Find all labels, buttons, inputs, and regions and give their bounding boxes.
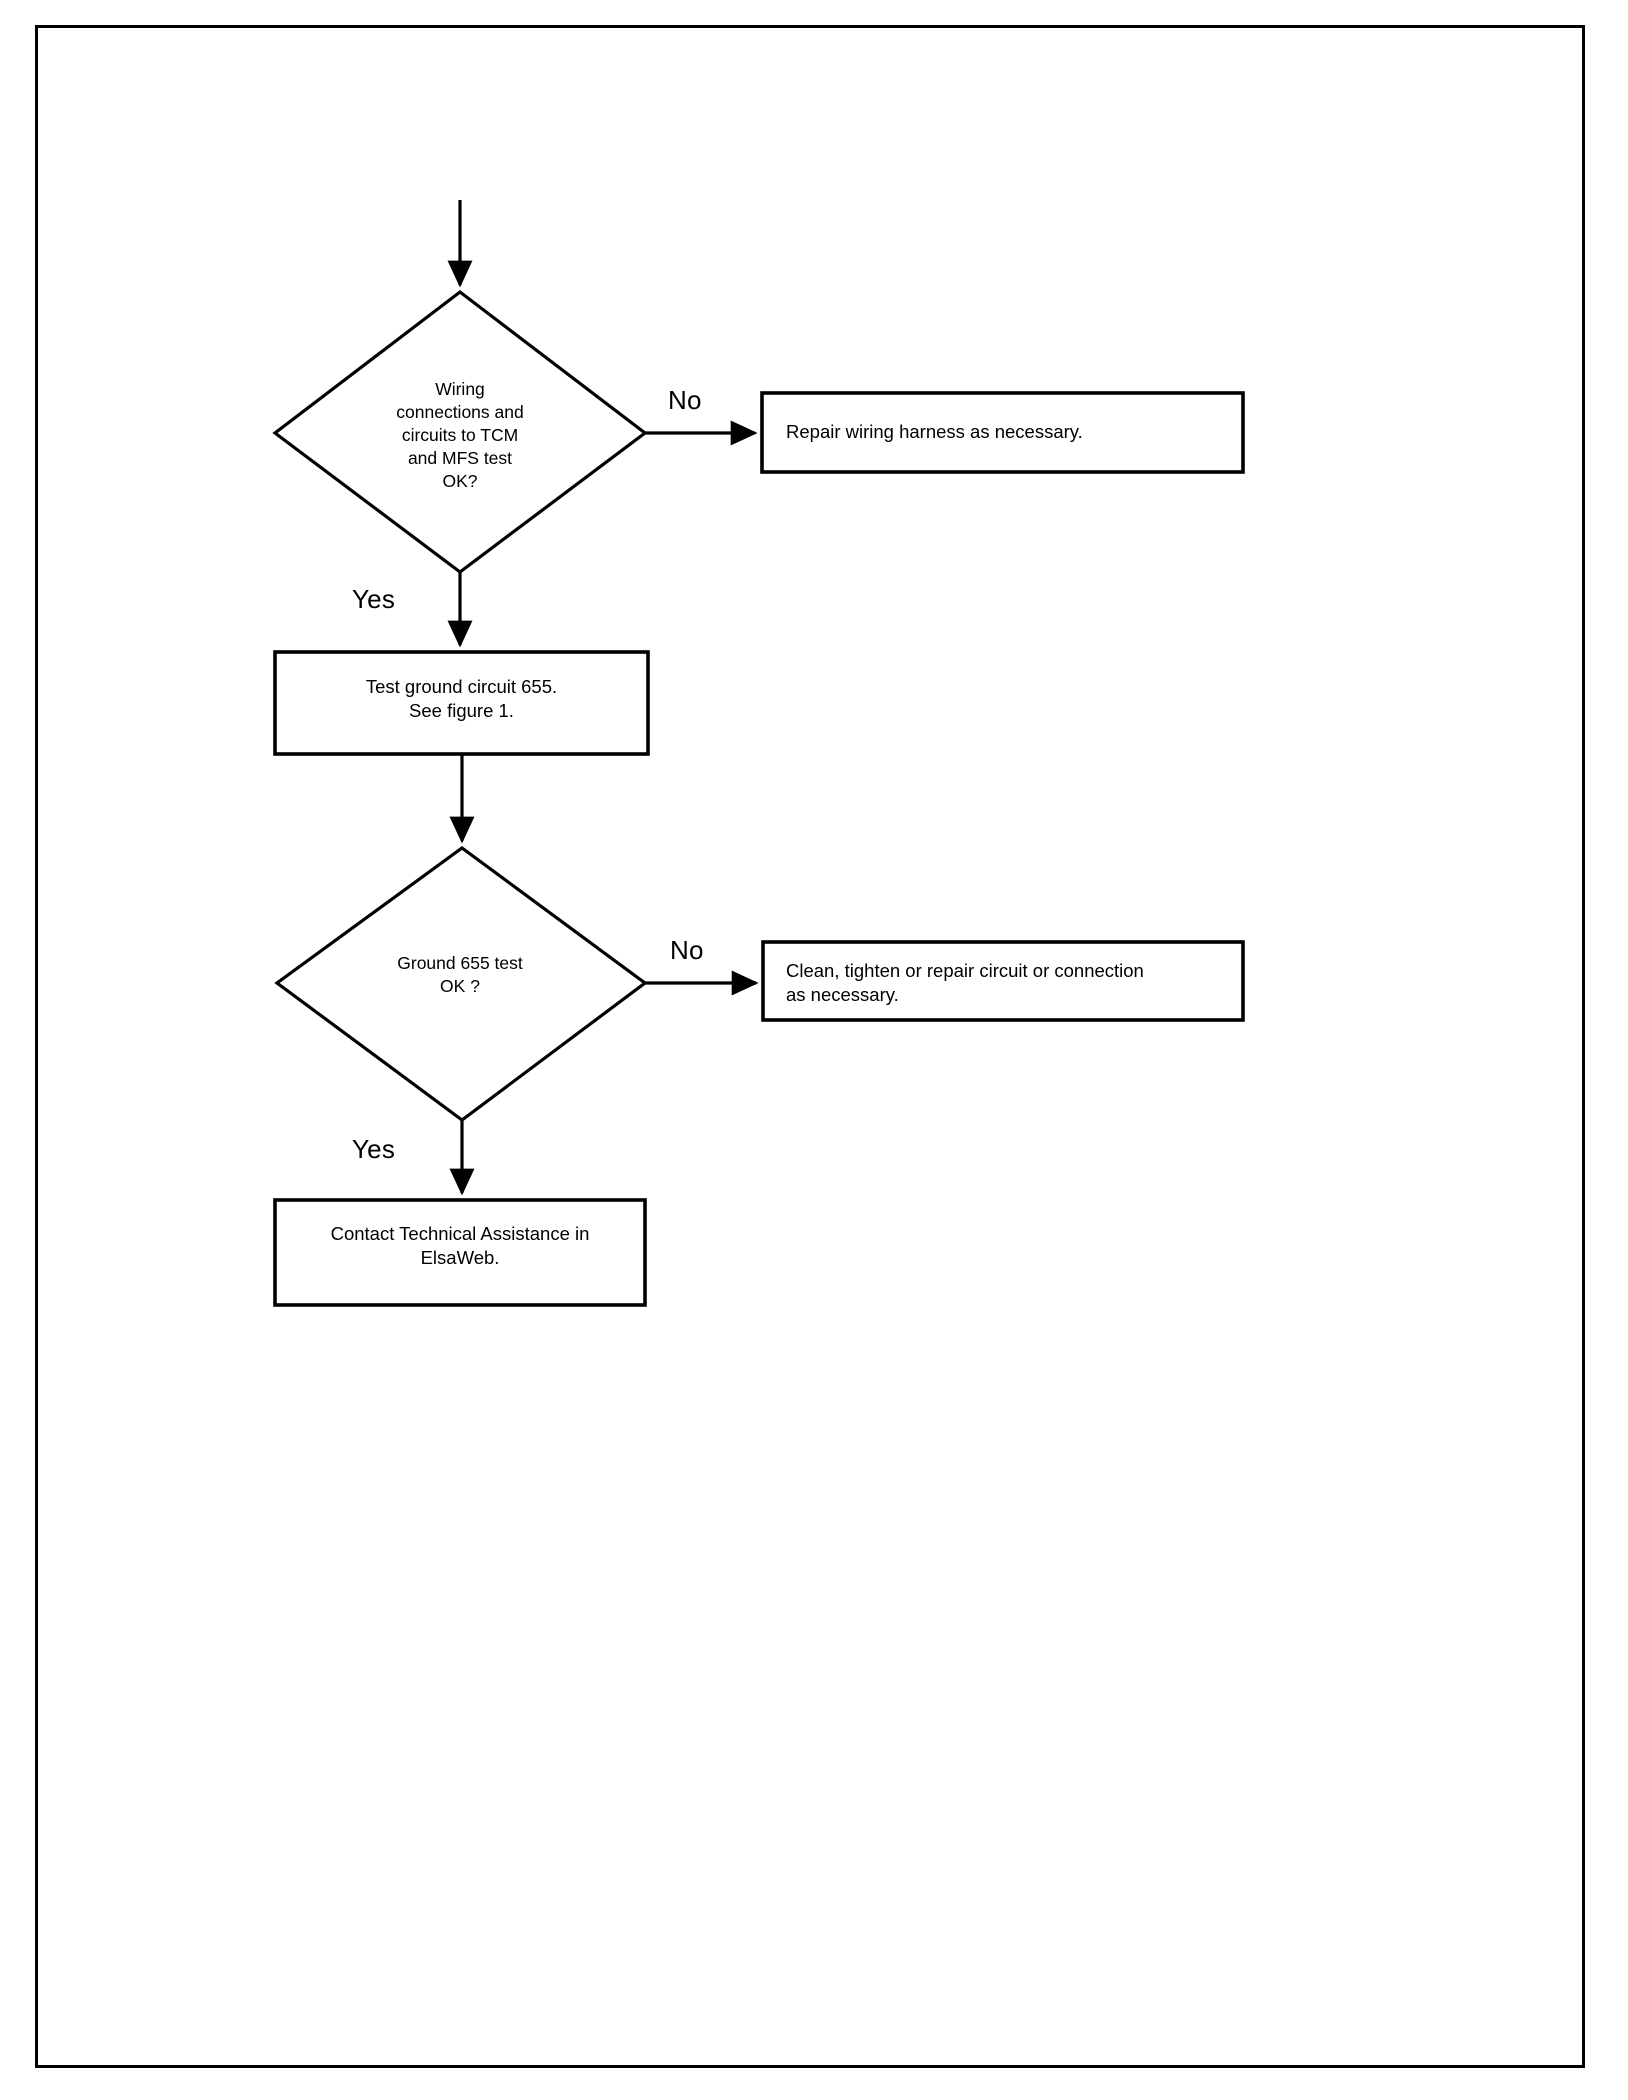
action-contact-ta-label: Contact Technical Assistance in ElsaWeb.	[330, 1223, 590, 1269]
edge-label-ground-no: No	[670, 935, 704, 965]
action-clean-tighten-label: Clean, tighten or repair circuit or conn…	[786, 960, 1144, 1006]
action-repair-harness-label: Repair wiring harness as necessary.	[786, 421, 1083, 442]
decision-ground-label: Ground 655 test OK ?	[397, 953, 523, 997]
action-repair-harness-shape	[760, 391, 1245, 474]
page-border-frame	[35, 25, 1585, 2068]
edge-label-wiring-no: No	[668, 385, 702, 415]
action-clean-tighten-shape	[761, 940, 1245, 1022]
action-test-ground-shape	[273, 650, 650, 756]
decision-wiring-label: Wiring connections and circuits to TCM a…	[396, 379, 524, 492]
edge-label-wiring-yes: Yes	[352, 584, 396, 614]
action-contact-ta-shape	[273, 1198, 647, 1307]
edge-label-ground-yes: Yes	[352, 1134, 396, 1164]
action-test-ground-label: Test ground circuit 655. See figure 1.	[365, 676, 558, 722]
